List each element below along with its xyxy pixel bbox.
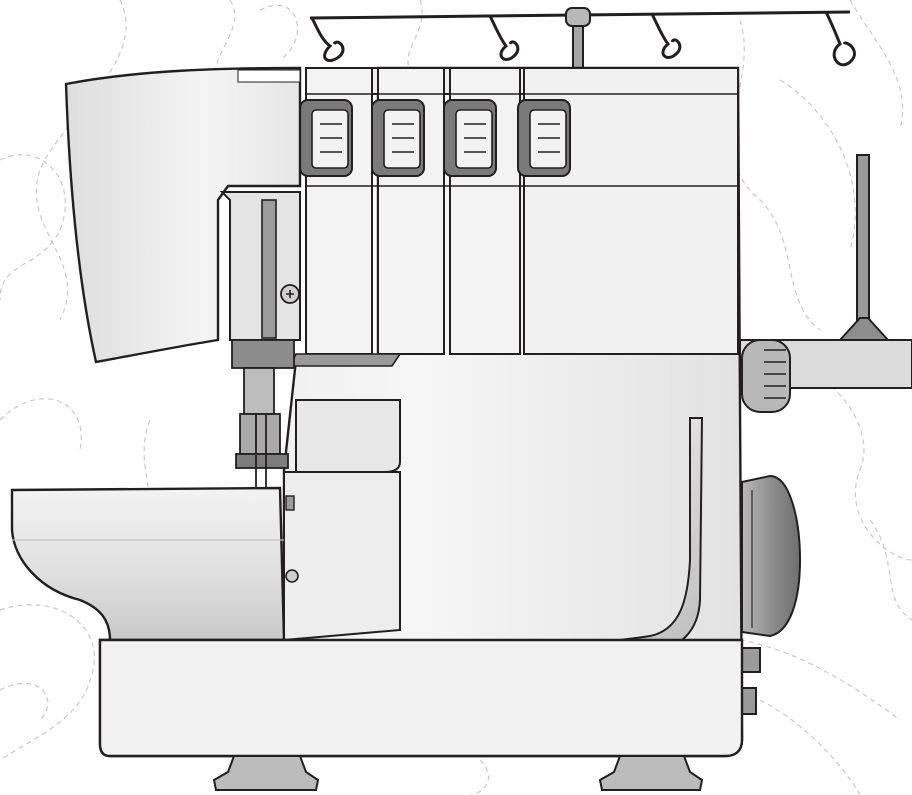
free-arm-bed	[10, 486, 286, 642]
side-cover	[283, 471, 401, 642]
needle-bar	[261, 199, 277, 339]
thread-guide-knob	[565, 7, 591, 71]
machine-base	[98, 638, 744, 758]
bed-screw	[285, 569, 299, 583]
looper-cover	[295, 399, 401, 473]
panel-ledge	[288, 353, 402, 367]
presser-foot-assembly	[231, 339, 295, 488]
dial-stack	[741, 339, 791, 413]
tension-dial-3	[443, 99, 497, 177]
machine-head	[64, 66, 302, 364]
tension-dial-1	[299, 99, 353, 177]
power-switch	[741, 647, 761, 715]
tension-dial-4	[517, 99, 571, 177]
machine-feet	[212, 755, 704, 791]
spool-pin	[837, 154, 891, 341]
head-highlight	[237, 69, 301, 83]
bed-latch	[285, 495, 295, 511]
needle-bracket	[219, 191, 301, 341]
tension-dial-2	[371, 99, 425, 177]
tension-panels	[305, 67, 739, 355]
handwheel	[741, 474, 802, 638]
